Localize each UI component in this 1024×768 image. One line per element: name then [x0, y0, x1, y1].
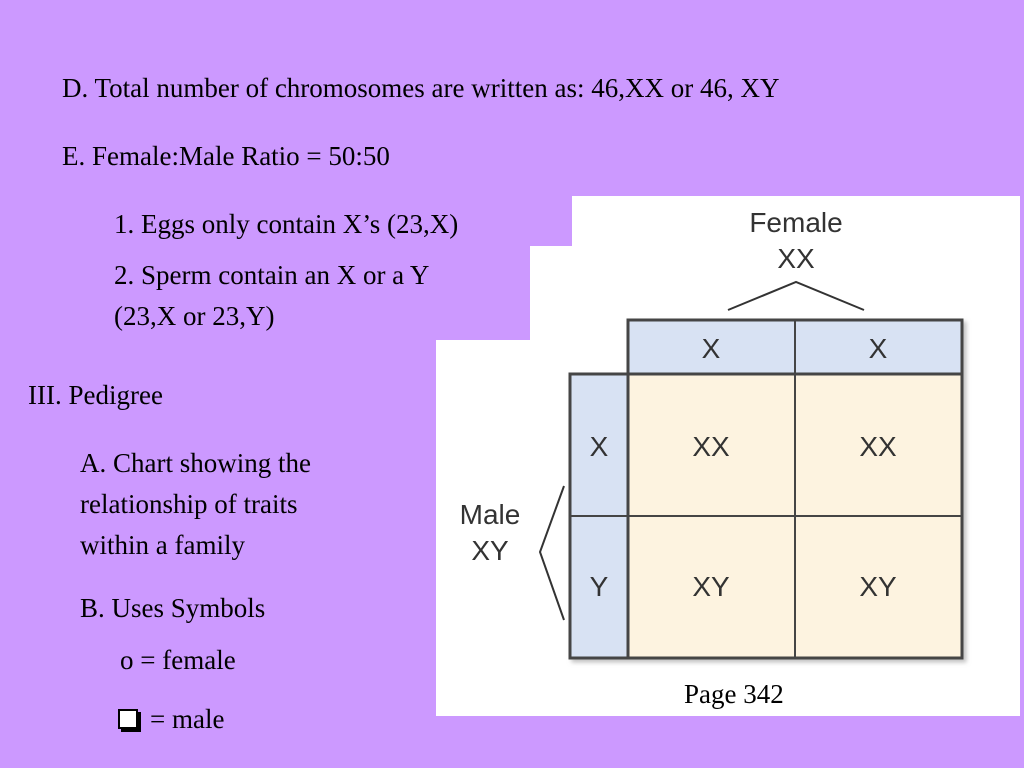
- cell-xx-2: XX: [859, 431, 897, 462]
- male-genotype: XY: [471, 535, 509, 566]
- item-sperm-line-1: 2. Sperm contain an X or a Y: [114, 260, 430, 290]
- line-e: E. Female:Male Ratio = 50:50: [62, 141, 390, 171]
- item-chart-line-2: relationship of traits: [80, 489, 298, 519]
- female-bracket-icon: [727, 280, 865, 311]
- section-pedigree: III. Pedigree: [28, 380, 163, 410]
- figure-caption: Page 342: [684, 679, 784, 709]
- column-header-2: X: [869, 333, 888, 364]
- item-sperm: 2. Sperm contain an X or a Y (23,X or 23…: [114, 255, 429, 337]
- item-sperm-line-2: (23,X or 23,Y): [114, 301, 275, 331]
- cell-xy-2: XY: [859, 571, 897, 602]
- row-header-1: X: [590, 431, 609, 462]
- female-label: Female: [749, 207, 842, 238]
- male-symbol-text: = male: [150, 704, 225, 734]
- male-label: Male: [460, 499, 521, 530]
- item-chart-definition: A. Chart showing the relationship of tra…: [80, 443, 311, 566]
- line-d: D. Total number of chromosomes are writt…: [62, 73, 780, 103]
- male-bracket-icon: [538, 485, 565, 621]
- female-symbol-line: o = female: [120, 645, 236, 675]
- cell-xx-1: XX: [692, 431, 730, 462]
- item-uses-symbols: B. Uses Symbols: [80, 593, 266, 623]
- row-header-2: Y: [590, 571, 609, 602]
- item-eggs: 1. Eggs only contain X’s (23,X): [114, 209, 459, 239]
- column-header-1: X: [702, 333, 721, 364]
- cell-xy-1: XY: [692, 571, 730, 602]
- square-symbol-icon: [118, 709, 138, 729]
- item-chart-line-1: A. Chart showing the: [80, 448, 311, 478]
- punnett-square-figure: Female XX Male XY X X X Y XX XX XY XY: [460, 207, 964, 660]
- female-genotype: XX: [777, 243, 815, 274]
- item-chart-line-3: within a family: [80, 530, 245, 560]
- male-symbol-line: = male: [118, 699, 224, 739]
